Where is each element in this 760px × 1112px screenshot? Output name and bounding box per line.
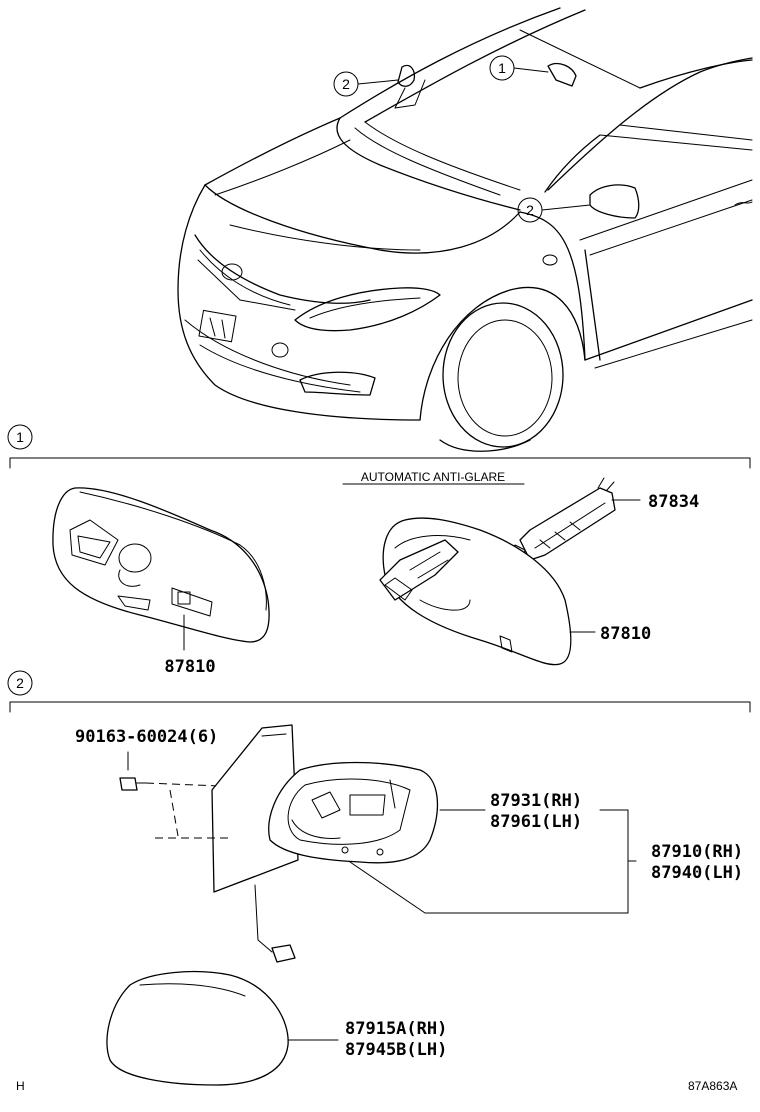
callout-2-top: 2 bbox=[342, 76, 350, 92]
figure-code: 87A863A bbox=[688, 1079, 737, 1093]
callout-2-side: 2 bbox=[526, 202, 534, 218]
part-87810-right: 87810 bbox=[600, 624, 651, 644]
part-assembly-lh: 87940(LH) bbox=[651, 863, 743, 883]
wire-harness bbox=[511, 477, 641, 561]
outer-mirror-assembly bbox=[155, 724, 637, 963]
section-1-marker: 1 bbox=[16, 429, 24, 445]
section-1: 1 AUTOMATIC ANTI-GLARE 87810 87834 bbox=[7, 424, 751, 677]
part-87810-left: 87810 bbox=[164, 657, 215, 677]
part-bolt: 90163-60024(6) bbox=[75, 727, 218, 747]
callout-1-top: 1 bbox=[498, 60, 506, 76]
part-87834: 87834 bbox=[648, 492, 699, 512]
inner-mirror-left bbox=[52, 487, 270, 651]
car-callouts: 2 1 2 bbox=[333, 55, 591, 223]
part-cover-lh: 87945B(LH) bbox=[345, 1040, 447, 1060]
part-housing-rh: 87931(RH) bbox=[490, 791, 582, 811]
section-2: 2 90163-60024(6) bbox=[7, 670, 751, 1086]
footer-left: H bbox=[16, 1079, 25, 1093]
part-housing-lh: 87961(LH) bbox=[490, 812, 582, 832]
anti-glare-subtitle: AUTOMATIC ANTI-GLARE bbox=[361, 470, 505, 484]
mirror-cover bbox=[106, 970, 339, 1086]
inner-mirror-right bbox=[379, 517, 596, 666]
car-illustration bbox=[177, 7, 753, 452]
section-2-marker: 2 bbox=[16, 675, 24, 691]
part-cover-rh: 87915A(RH) bbox=[345, 1019, 447, 1039]
part-assembly-rh: 87910(RH) bbox=[651, 842, 743, 862]
